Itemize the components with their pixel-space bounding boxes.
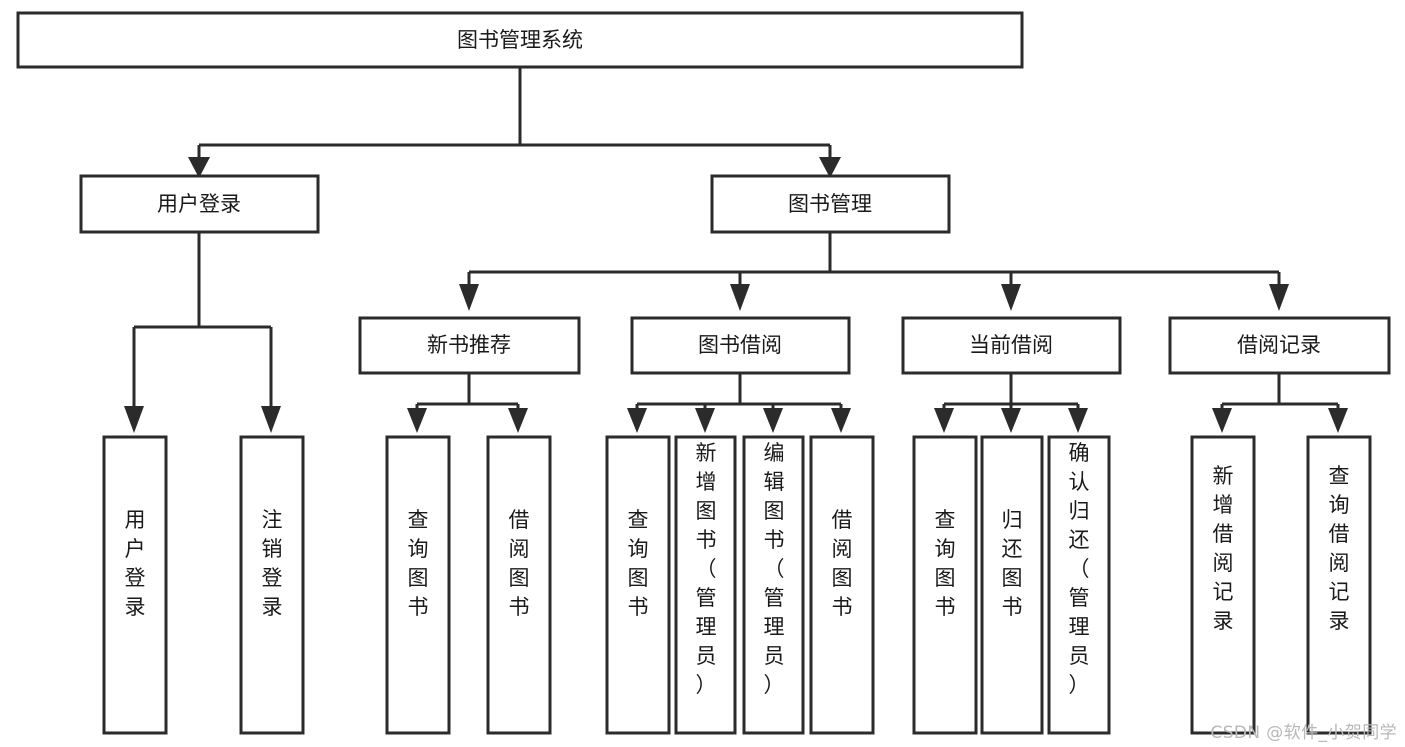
leaf-return-book-label: 归还图书 [1002, 508, 1023, 619]
arrow-head-leaf-query-book-2 [627, 408, 647, 433]
leaf-add-book[interactable]: 新增图书（管理员） [674, 435, 737, 735]
node-root-label: 图书管理系统 [457, 28, 583, 52]
leaf-confirm-return-label: 确认归还（管理员） [1069, 441, 1090, 697]
node-root-box[interactable] [16, 11, 1024, 69]
node-book-manage-label: 图书管理 [788, 192, 872, 216]
leaf-logout-label: 注销登录 [262, 508, 283, 619]
arrow-head-leaf-return-book [1001, 408, 1021, 433]
arrow-head-leaf-add-book [695, 408, 715, 433]
leaf-query-book-1[interactable]: 查询图书 [385, 435, 451, 735]
node-user-login-box[interactable] [79, 174, 320, 234]
leaf-query-book-1-label: 查询图书 [408, 508, 429, 619]
leaf-query-book-2-label: 查询图书 [628, 508, 649, 619]
leaf-query-book-3[interactable]: 查询图书 [912, 435, 978, 735]
leaf-borrow-book-1-box[interactable] [486, 435, 552, 735]
node-new-book-rec-label: 新书推荐 [427, 333, 511, 357]
node-current-borrow-label: 当前借阅 [969, 333, 1053, 357]
leaf-user-login[interactable]: 用户登录 [102, 435, 168, 735]
leaf-edit-book[interactable]: 编辑图书（管理员） [742, 435, 805, 735]
leaf-add-book-box[interactable] [674, 435, 737, 735]
node-borrow-record-box[interactable] [1168, 316, 1391, 375]
arrow-head-current-borrow [1001, 284, 1021, 311]
arrow-head-leaf-logout [261, 406, 281, 433]
arrow-head-book-borrow [730, 284, 750, 311]
node-new-book-rec[interactable]: 新书推荐 [358, 316, 581, 375]
node-book-borrow-box[interactable] [630, 316, 851, 375]
leaf-borrow-book-2[interactable]: 借阅图书 [809, 435, 875, 735]
node-current-borrow[interactable]: 当前借阅 [901, 316, 1122, 375]
node-book-borrow-label: 图书借阅 [698, 333, 782, 357]
leaf-user-login-label: 用户登录 [125, 508, 146, 619]
leaf-query-record-box[interactable] [1306, 435, 1372, 735]
node-book-manage[interactable]: 图书管理 [710, 174, 951, 234]
leaf-query-book-3-box[interactable] [912, 435, 978, 735]
leaf-logout[interactable]: 注销登录 [239, 435, 305, 735]
arrow-head-leaf-add-record [1212, 408, 1232, 433]
node-book-manage-box[interactable] [710, 174, 951, 234]
arrow-head-leaf-confirm-return [1068, 408, 1088, 433]
leaf-add-record[interactable]: 新增借阅记录 [1190, 435, 1256, 735]
node-new-book-rec-box[interactable] [358, 316, 581, 375]
leaf-user-login-box[interactable] [102, 435, 168, 735]
node-borrow-record[interactable]: 借阅记录 [1168, 316, 1391, 375]
leaf-confirm-return[interactable]: 确认归还（管理员） [1047, 435, 1111, 735]
leaf-query-record-label: 查询借阅记录 [1329, 464, 1350, 633]
node-root[interactable]: 图书管理系统 [16, 11, 1024, 69]
leaf-query-book-2-box[interactable] [605, 435, 671, 735]
leaf-edit-book-label: 编辑图书（管理员） [764, 441, 785, 697]
arrow-head-book-manage [819, 157, 841, 178]
leaf-return-book-box[interactable] [980, 435, 1044, 735]
leaf-confirm-return-box[interactable] [1047, 435, 1111, 735]
arrow-head-leaf-query-book-3 [934, 408, 954, 433]
leaf-query-record[interactable]: 查询借阅记录 [1306, 435, 1372, 735]
arrow-head-leaf-borrow-book-2 [831, 408, 851, 433]
connector-layer [124, 67, 1348, 433]
arrow-head-leaf-edit-book [763, 408, 783, 433]
arrow-head-new-book-rec [459, 284, 479, 311]
leaf-query-book-3-label: 查询图书 [935, 508, 956, 619]
arrow-head-leaf-user-login [124, 406, 144, 433]
arrow-head-user-login [188, 157, 210, 178]
node-current-borrow-box[interactable] [901, 316, 1122, 375]
arrow-head-leaf-borrow-book-1 [508, 408, 528, 433]
leaf-edit-book-box[interactable] [742, 435, 805, 735]
leaf-borrow-book-1-label: 借阅图书 [509, 508, 530, 619]
csdn-watermark: CSDN @软件_小贺同学 [1210, 723, 1397, 743]
leaf-query-book-2[interactable]: 查询图书 [605, 435, 671, 735]
leaf-query-book-1-box[interactable] [385, 435, 451, 735]
leaf-return-book[interactable]: 归还图书 [980, 435, 1044, 735]
leaf-borrow-book-2-box[interactable] [809, 435, 875, 735]
leaf-add-record-box[interactable] [1190, 435, 1256, 735]
node-borrow-record-label: 借阅记录 [1237, 333, 1321, 357]
arrow-head-leaf-query-book-1 [407, 408, 427, 433]
node-user-login[interactable]: 用户登录 [79, 174, 320, 234]
leaf-add-record-label: 新增借阅记录 [1213, 464, 1234, 633]
leaf-borrow-book-1[interactable]: 借阅图书 [486, 435, 552, 735]
node-book-borrow[interactable]: 图书借阅 [630, 316, 851, 375]
arrow-head-leaf-query-record [1328, 408, 1348, 433]
node-user-login-label: 用户登录 [157, 192, 241, 216]
leaf-logout-box[interactable] [239, 435, 305, 735]
arrow-head-borrow-record [1269, 284, 1289, 311]
leaf-borrow-book-2-label: 借阅图书 [832, 508, 853, 619]
leaf-add-book-label: 新增图书（管理员） [696, 441, 717, 697]
